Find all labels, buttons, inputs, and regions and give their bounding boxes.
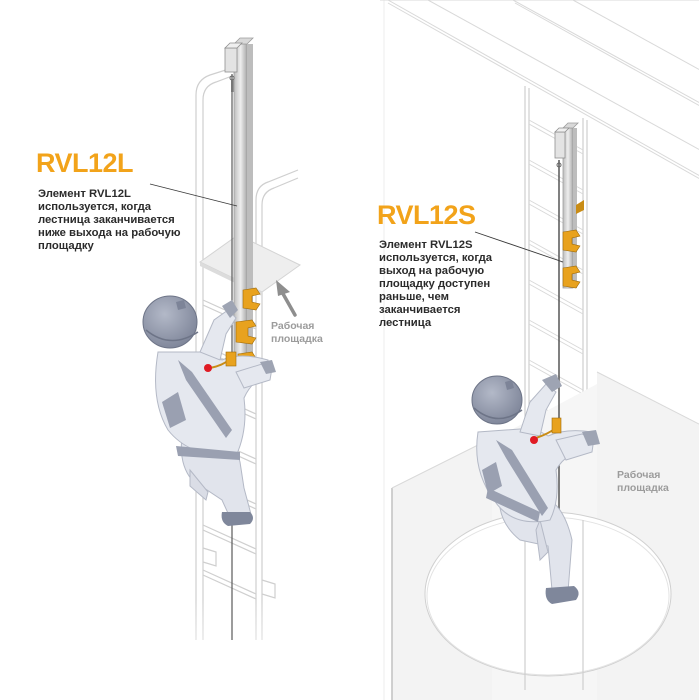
left-desc-line: используется, когда (38, 201, 152, 213)
right-product-title: RVL12S (377, 200, 476, 230)
left-description: Элемент RVL12L используется, когда лестн… (38, 188, 184, 252)
right-pointer-line (474, 231, 564, 263)
right-rail (554, 122, 584, 520)
right-scene: RVL12S Элемент RVL12S используется, когд… (377, 0, 699, 700)
left-platform-label: Рабочая площадка (271, 320, 323, 345)
right-desc-line: используется, когда (379, 252, 493, 264)
left-desc-line: площадку (38, 240, 95, 252)
attachment-point-icon (530, 436, 538, 444)
left-platform-label-line: Рабочая (271, 320, 314, 332)
left-desc-line: ниже выхода на рабочую (38, 227, 181, 239)
right-platform-label-line: Рабочая (617, 469, 660, 481)
left-desc-line: Элемент RVL12L (38, 188, 131, 200)
right-climber (471, 374, 600, 604)
right-desc-line: лестница (379, 317, 432, 329)
left-climber (142, 295, 276, 526)
left-pointer-line (149, 183, 238, 207)
right-desc-line: заканчивается (379, 304, 460, 316)
right-description: Элемент RVL12S используется, когда выход… (379, 239, 495, 329)
ceiling-beams (380, 0, 699, 180)
platform-arrow-icon (276, 280, 297, 317)
attachment-point-icon (204, 364, 212, 372)
right-desc-line: площадку доступен (379, 278, 490, 290)
right-platform-label-line: площадка (617, 482, 669, 494)
right-desc-line: раньше, чем (379, 291, 449, 303)
right-platform-label: Рабочая площадка (617, 469, 669, 494)
left-platform-label-line: площадка (271, 333, 323, 345)
left-rail (224, 37, 261, 640)
left-scene: RVL12L Элемент RVL12L используется, когд… (36, 37, 323, 700)
right-desc-line: выход на рабочую (379, 265, 485, 277)
left-desc-line: лестница заканчивается (38, 214, 175, 226)
right-desc-line: Элемент RVL12S (379, 239, 473, 251)
left-product-title: RVL12L (36, 148, 133, 178)
